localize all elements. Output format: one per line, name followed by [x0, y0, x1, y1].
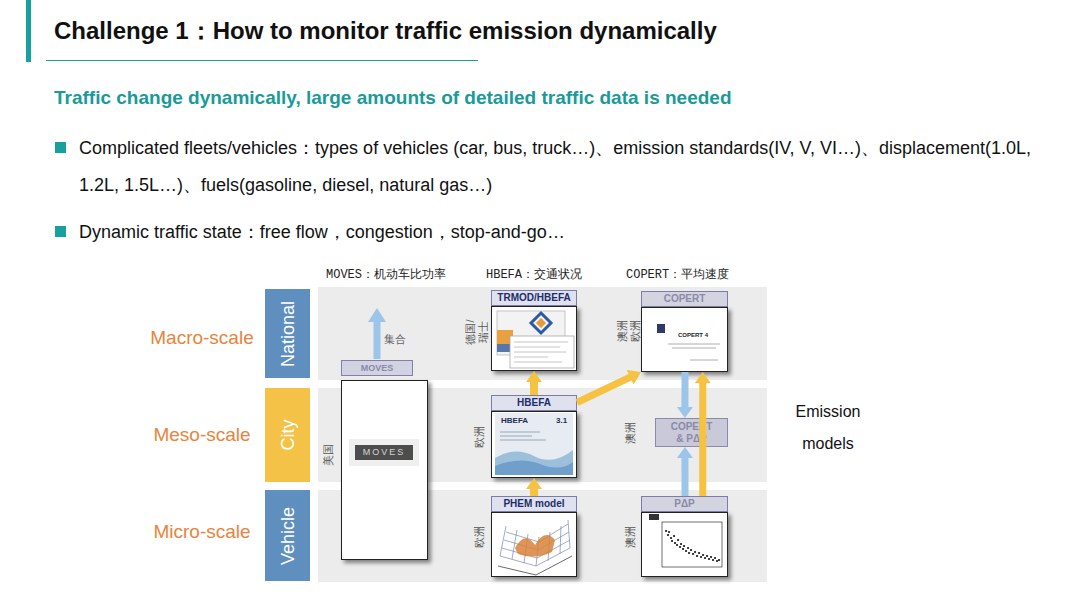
screenshot-lines	[514, 342, 568, 362]
flow-arrow	[526, 371, 542, 395]
bullet-text: Dynamic traffic state：free flow，congesti…	[79, 214, 1054, 251]
card-header: PHEM model	[491, 496, 577, 512]
arrow-head	[627, 370, 641, 384]
scale-label: City	[277, 420, 299, 451]
model-card: COPERT	[641, 291, 728, 372]
report-lines	[668, 344, 720, 360]
scale-name: Micro-scale	[122, 520, 282, 544]
arrow-head	[677, 447, 693, 458]
aggregate-arrow-head	[368, 308, 386, 322]
arrow-head	[526, 478, 542, 489]
flow-arrow	[577, 370, 641, 403]
column-header: COPERT：平均速度	[626, 268, 776, 283]
scale-band: Vehicle	[265, 490, 310, 581]
model-tag: MOVES	[341, 360, 413, 376]
card-header: TRMOD/HBEFA	[491, 290, 577, 306]
arrow-shaft	[530, 488, 538, 496]
column-header: HBEFA：交通状况	[486, 268, 626, 283]
model-name: COPERT & PΔP	[656, 421, 727, 445]
arrow-shaft	[530, 381, 538, 395]
model-logo: MOVES	[355, 445, 413, 460]
model-card: PΔP	[641, 496, 728, 577]
arrow-shaft	[681, 457, 688, 496]
model-card: HBEFA	[491, 395, 577, 478]
scale-label: National	[277, 300, 299, 366]
plot-tag	[649, 514, 659, 520]
row-background	[318, 287, 767, 380]
subtitle: Traffic change dynamically, large amount…	[54, 85, 1014, 111]
side-note: Emission models	[782, 396, 874, 460]
scatter-points	[666, 531, 719, 561]
screenshot	[497, 311, 565, 355]
model-card: PHEM model	[491, 496, 577, 577]
aggregate-arrow-shaft	[374, 320, 381, 359]
arrow-head	[677, 407, 693, 418]
slide-title: Challenge 1：How to monitor traffic emiss…	[54, 16, 1014, 46]
bullet-square	[55, 226, 66, 237]
card-body	[491, 512, 577, 577]
card-header: PΔP	[641, 496, 728, 512]
arrow-shaft	[681, 372, 688, 408]
scale-name: Meso-scale	[122, 423, 282, 447]
arrow-head	[695, 372, 711, 383]
scale-band: National	[265, 289, 310, 378]
card-body	[491, 306, 577, 371]
bullet-square	[55, 142, 66, 153]
plot-area	[495, 514, 573, 574]
scale-band: City	[265, 388, 310, 482]
screenshot-strip	[497, 330, 513, 344]
card-body	[641, 307, 728, 372]
plot-frame	[662, 522, 722, 567]
card-header: HBEFA	[491, 395, 577, 411]
model-box: COPERT & PΔP	[655, 418, 728, 447]
surface-peak	[515, 535, 555, 557]
flow-arrow	[677, 447, 693, 496]
card-body	[641, 512, 728, 577]
title-underline	[46, 60, 478, 61]
arrow-head	[526, 371, 542, 382]
plot-axes	[498, 556, 572, 575]
flow-arrow	[526, 478, 542, 496]
report-logo	[657, 324, 665, 333]
model-box: MOVES	[341, 380, 428, 560]
surface-mesh	[500, 524, 570, 566]
accent-bar	[26, 0, 31, 62]
arrow-shaft	[577, 377, 631, 403]
logo-diamond	[531, 313, 551, 333]
surface-mesh	[500, 520, 570, 566]
cover-wave	[495, 450, 573, 475]
column-header: MOVES：机动车比功率	[326, 268, 476, 283]
flow-arrow	[677, 372, 693, 418]
card-header: COPERT	[641, 291, 728, 307]
flow-arrow	[695, 372, 711, 496]
card-body	[491, 411, 577, 478]
arrow-shaft	[699, 382, 706, 496]
scale-name: Macro-scale	[122, 326, 282, 350]
bullet-text: Complicated fleets/vehicles：types of veh…	[79, 130, 1054, 204]
model-card: TRMOD/HBEFA	[491, 290, 577, 371]
cover-wave	[495, 460, 573, 475]
cover-lines	[500, 432, 546, 440]
screenshot	[510, 336, 574, 368]
scale-label: Vehicle	[277, 506, 299, 564]
screenshot-strip	[497, 344, 513, 352]
cover-image	[495, 413, 573, 475]
model-name: MOVES	[342, 361, 412, 375]
logo-diamond	[536, 318, 546, 328]
